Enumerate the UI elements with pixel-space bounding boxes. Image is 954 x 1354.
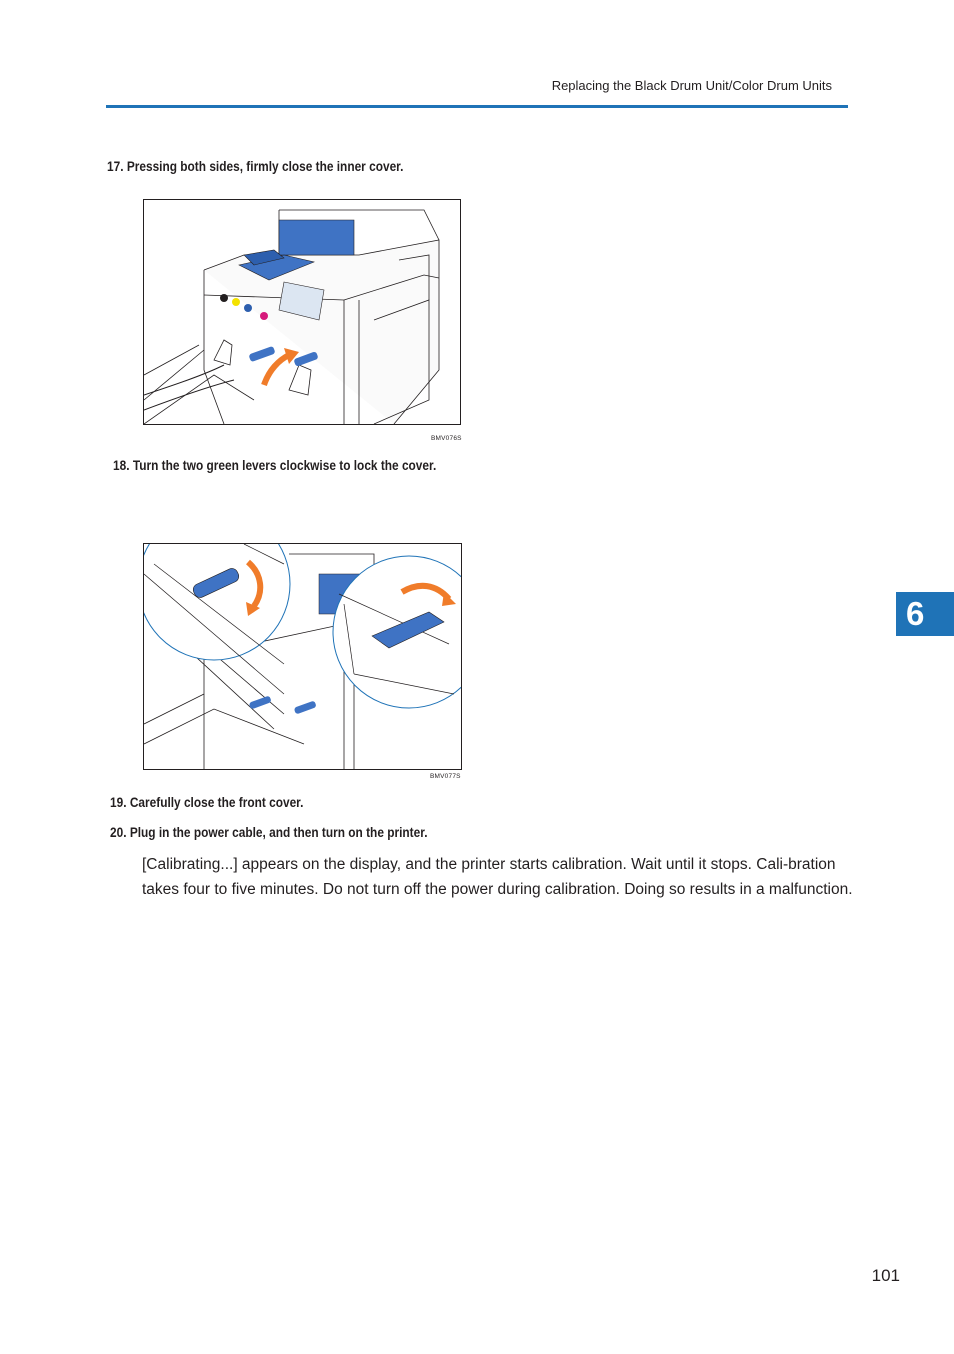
figure-code: BMV077S <box>430 773 461 780</box>
running-header: Replacing the Black Drum Unit/Color Drum… <box>551 78 832 93</box>
step-18: 18. Turn the two green levers clockwise … <box>113 458 437 473</box>
printer-illustration-2 <box>144 544 461 769</box>
calibration-paragraph: [Calibrating...] appears on the display,… <box>142 856 853 898</box>
page-number: 101 <box>871 1266 900 1285</box>
figure-lock-levers <box>143 543 462 770</box>
header-rule <box>106 105 848 108</box>
step-19: 19. Carefully close the front cover. <box>110 795 304 810</box>
figure-code: BMV076S <box>431 435 462 442</box>
step-17: 17. Pressing both sides, firmly close th… <box>107 159 404 174</box>
step-20: 20. Plug in the power cable, and then tu… <box>110 825 428 840</box>
chapter-tab: 6 <box>896 592 954 636</box>
figure-close-inner-cover <box>143 199 461 425</box>
printer-illustration-1 <box>144 209 440 424</box>
